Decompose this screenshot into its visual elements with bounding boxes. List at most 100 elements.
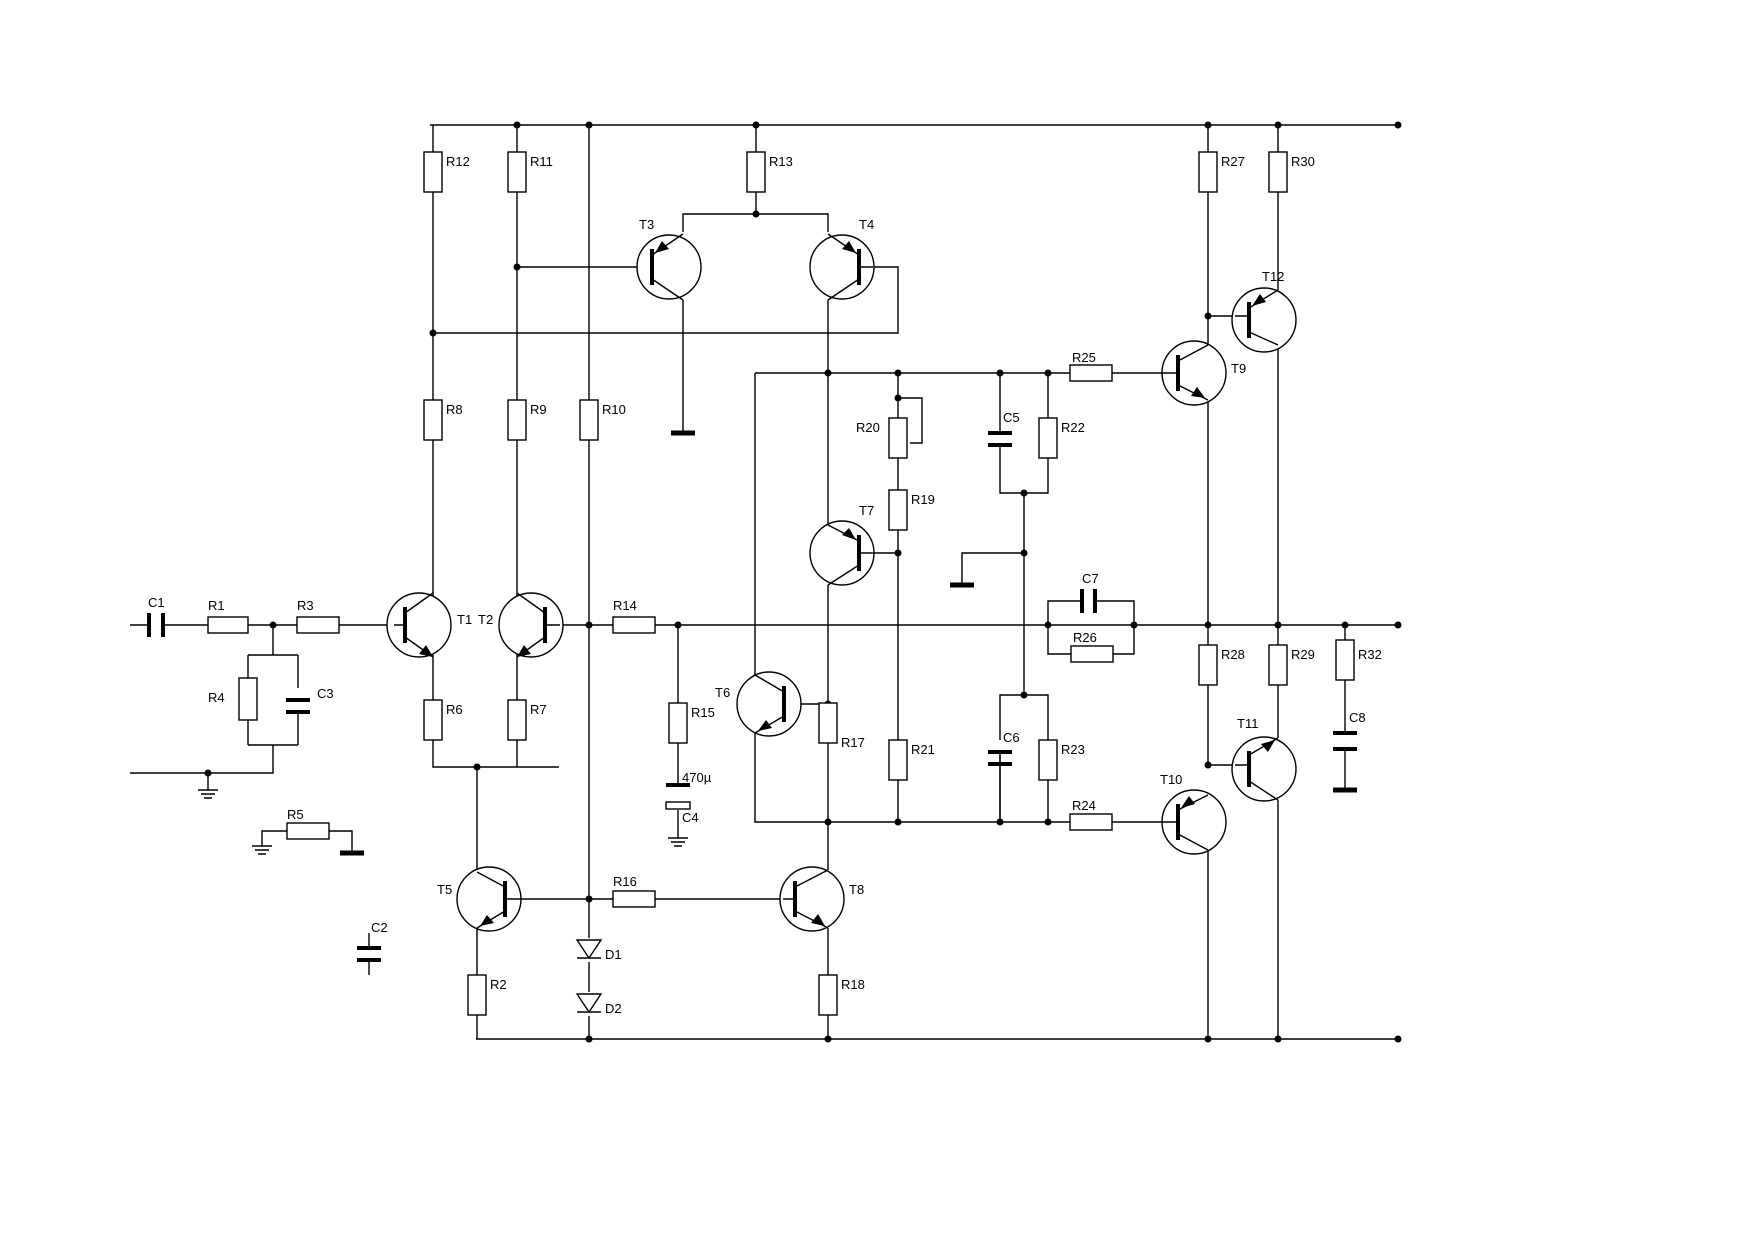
capacitor-label: C4 (682, 810, 699, 825)
capacitor-label: C8 (1349, 710, 1366, 725)
diode-d1: D1 (575, 939, 622, 962)
capacitor-label: C6 (1003, 730, 1020, 745)
capacitor-c6: C6 (988, 730, 1020, 766)
resistor-r20: R20 (856, 417, 908, 459)
junction-dots (204, 121, 1402, 1043)
transistor-label: T10 (1160, 772, 1182, 787)
transistor-label: T8 (849, 882, 864, 897)
capacitor-label: C7 (1082, 571, 1099, 586)
resistor-label: R21 (911, 742, 935, 757)
resistor-r22: R22 (1038, 417, 1085, 459)
transistor-label: T7 (859, 503, 874, 518)
capacitor-value: 470µ (682, 770, 712, 785)
resistor-label: R19 (911, 492, 935, 507)
transistor-t9: T9 (1161, 340, 1246, 406)
resistor-label: R32 (1358, 647, 1382, 662)
capacitor-c5: C5 (988, 410, 1020, 447)
transistor-label: T2 (478, 612, 493, 627)
resistor-r6: R6 (423, 699, 463, 741)
resistor-label: R30 (1291, 154, 1315, 169)
transistor-label: T4 (859, 217, 874, 232)
ground-icon (252, 845, 272, 855)
resistor-r1: R1 (207, 598, 249, 634)
resistor-label: R22 (1061, 420, 1085, 435)
transistor-t12: T12 (1231, 269, 1297, 353)
resistor-r5: R5 (261, 807, 353, 851)
transistors: T1 T2 T3 T4 (386, 217, 1297, 932)
resistor-r25: R25 (1069, 350, 1113, 382)
transistor-label: T6 (715, 685, 730, 700)
grounds (198, 430, 974, 856)
resistor-label: R13 (769, 154, 793, 169)
ground-return-line (130, 745, 274, 774)
resistor-label: R27 (1221, 154, 1245, 169)
capacitor-label: C5 (1003, 410, 1020, 425)
resistor-r16: R16 (612, 874, 656, 908)
diode-label: D2 (605, 1001, 622, 1016)
transistor-label: T5 (437, 882, 452, 897)
resistor-r29: R29 (1268, 644, 1315, 686)
resistor-label: R28 (1221, 647, 1245, 662)
resistor-label: R10 (602, 402, 626, 417)
resistor-label: R3 (297, 598, 314, 613)
resistor-label: R2 (490, 977, 507, 992)
transistor-t10: T10 (1160, 772, 1227, 855)
capacitor-label: C3 (317, 686, 334, 701)
resistor-label: R4 (208, 690, 225, 705)
resistor-r17: R17 (818, 702, 865, 750)
resistor-label: R18 (841, 977, 865, 992)
transistor-label: T1 (457, 612, 472, 627)
resistor-r7: R7 (507, 699, 547, 741)
resistor-label: R6 (446, 702, 463, 717)
resistor-label: R1 (208, 598, 225, 613)
resistor-label: R29 (1291, 647, 1315, 662)
resistor-label: R23 (1061, 742, 1085, 757)
capacitor-label: C2 (371, 920, 388, 935)
diode-label: D1 (605, 947, 622, 962)
capacitor-c4: 470µ C4 (665, 770, 712, 825)
transistor-t1: T1 (386, 592, 472, 658)
resistor-label: R12 (446, 154, 470, 169)
capacitor-c8: C8 (1333, 710, 1366, 793)
capacitor-c1: C1 (147, 595, 165, 637)
resistor-r18: R18 (818, 974, 865, 1016)
resistor-label: R20 (856, 420, 880, 435)
transistor-t2: T2 (478, 592, 564, 658)
resistor-r12: R12 (423, 151, 470, 193)
capacitor-c7: C7 (1080, 571, 1099, 613)
transistor-label: T9 (1231, 361, 1246, 376)
resistor-r8: R8 (423, 399, 463, 441)
resistor-r10: R10 (579, 399, 626, 441)
resistor-label: R8 (446, 402, 463, 417)
transistor-t8: T8 (779, 866, 864, 932)
resistor-r13: R13 (746, 151, 793, 193)
resistor-r14: R14 (612, 598, 656, 634)
resistor-r28: R28 (1198, 644, 1245, 686)
resistors: R12 R11 R13 R27 R30 R8 R9 R10 R20 R19 R2… (207, 151, 1382, 1016)
transistor-t5: T5 (437, 866, 526, 932)
resistor-r32: R32 (1335, 639, 1382, 681)
diodes: D1 D2 (575, 939, 622, 1016)
resistor-label: R17 (841, 735, 865, 750)
resistor-r27: R27 (1198, 151, 1245, 193)
transistor-t7: T7 (809, 503, 884, 586)
ground-icon (668, 837, 688, 847)
resistor-label: R7 (530, 702, 547, 717)
resistor-r11: R11 (507, 151, 553, 193)
resistor-r24: R24 (1069, 798, 1113, 831)
resistor-r26: R26 (1070, 630, 1114, 663)
transistor-t6: T6 (715, 671, 802, 737)
resistor-r3: R3 (296, 598, 340, 634)
ground-icon (198, 789, 218, 799)
resistor-label: R15 (691, 705, 715, 720)
resistor-r30: R30 (1268, 151, 1315, 193)
transistor-label: T11 (1237, 716, 1258, 731)
transistor-t11: T11 (1231, 716, 1297, 802)
wires (130, 124, 1398, 1040)
transistor-t4: T4 (809, 217, 875, 301)
transistor-label: T3 (639, 217, 654, 232)
capacitor-label: C1 (148, 595, 165, 610)
resistor-r23: R23 (1038, 739, 1085, 781)
transistor-label: T12 (1262, 269, 1284, 284)
